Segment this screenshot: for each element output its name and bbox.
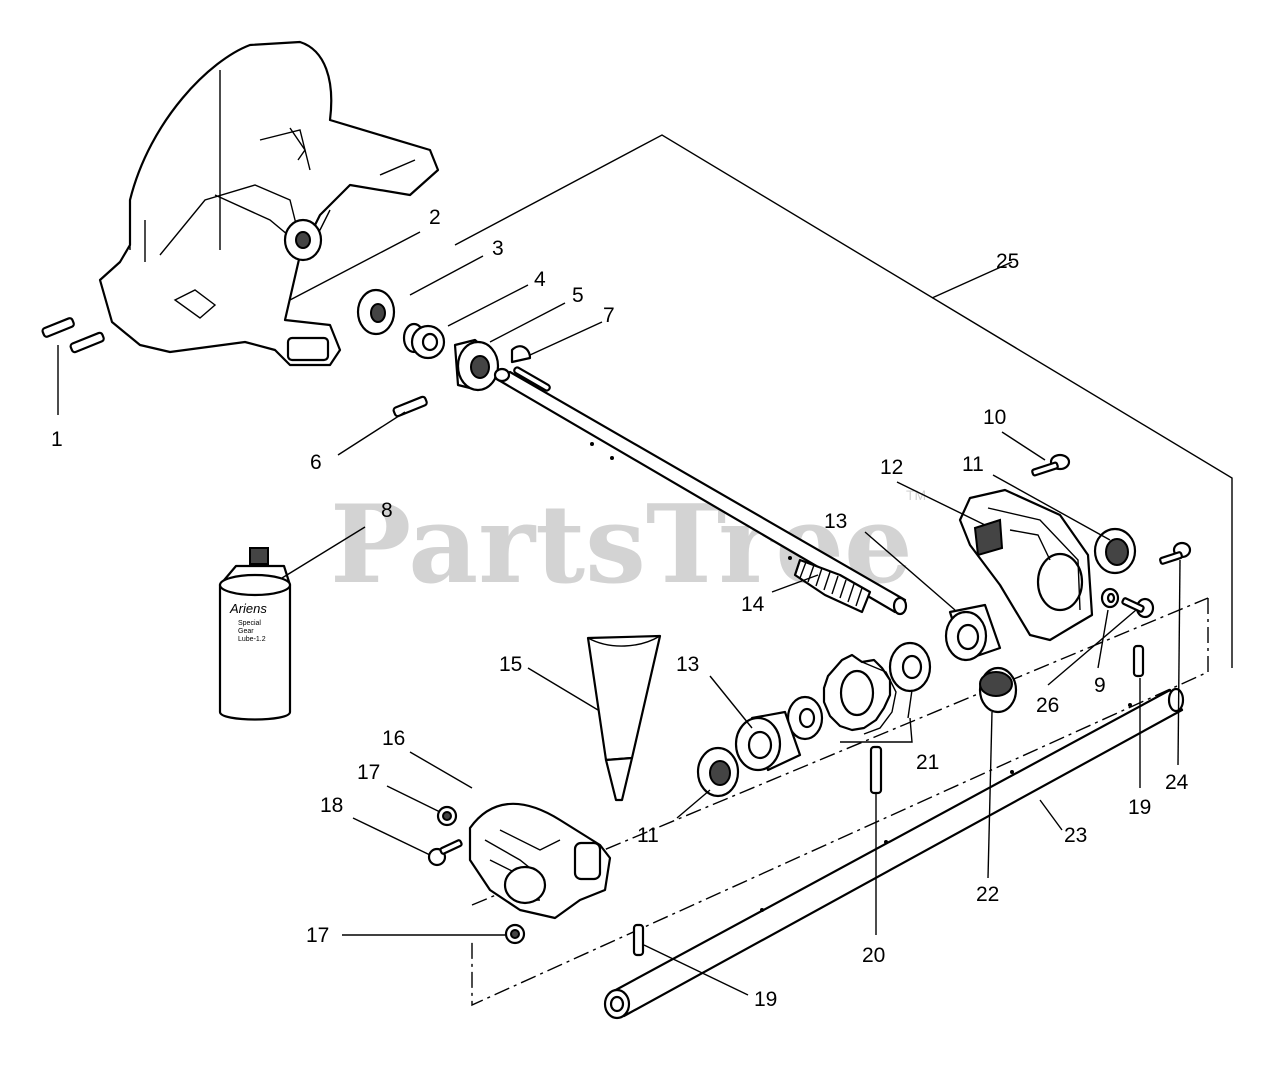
callout-12: 12: [880, 456, 903, 479]
washer-21: [888, 641, 932, 693]
seal-11-right: [1093, 527, 1137, 575]
callout-11-upper: 11: [962, 453, 984, 476]
nut-17-lower: [504, 923, 526, 945]
callout-numbers: 1 2 3 4 5 6 7 8 9 10 11 11 12 13 13 14 1…: [51, 206, 1189, 1011]
spur-gear: [822, 653, 897, 735]
bottle-label-line3: Lube-1.2: [238, 636, 266, 643]
bearing-ring: [356, 288, 396, 336]
bolt-9: [1121, 597, 1155, 619]
woodruff-key: [510, 345, 532, 364]
nut-17-upper: [436, 805, 458, 827]
auger-shaft: [493, 366, 908, 616]
seal-11-left: [696, 746, 740, 798]
callout-25: 25: [996, 250, 1019, 273]
callout-13-upper: 13: [824, 510, 847, 533]
gear-lube-bottle: Ariens Special Gear Lube-1.2: [218, 547, 292, 721]
callout-17-upper: 17: [357, 761, 380, 784]
callout-21: 21: [916, 751, 939, 774]
callout-23: 23: [1064, 824, 1087, 847]
grease-tube: [586, 634, 662, 802]
callout-17-lower: 17: [306, 924, 329, 947]
bushing-13-upper: [944, 603, 1002, 662]
bottle-label-line1: Special: [238, 620, 261, 627]
bottle-label-line2: Gear: [238, 628, 254, 635]
callout-7: 7: [603, 304, 615, 327]
bolt-24: [1159, 541, 1192, 565]
callout-19-bottom: 19: [754, 988, 777, 1011]
callout-15: 15: [499, 653, 522, 676]
callout-8: 8: [381, 499, 393, 522]
leader-lines: [57, 231, 1181, 996]
bearing: [453, 338, 500, 392]
bolt-10: [1031, 453, 1071, 477]
bushing-22: [978, 666, 1018, 714]
callout-9: 9: [1094, 674, 1106, 697]
flange-bushing: [402, 322, 446, 360]
bushing-13-lower: [734, 710, 802, 772]
callout-2: 2: [429, 206, 441, 229]
auger-housing: [98, 40, 440, 367]
gear-case-left: [468, 802, 612, 920]
callout-13-lower: 13: [676, 653, 699, 676]
callout-4: 4: [534, 268, 546, 291]
bottle-brand: Ariens: [229, 601, 267, 616]
callout-6: 6: [310, 451, 322, 474]
callout-10: 10: [983, 406, 1006, 429]
callout-1: 1: [51, 428, 63, 451]
pin-19-lower: [632, 923, 645, 957]
pin-20: [869, 745, 883, 795]
washer-26: [1100, 587, 1120, 609]
pin-19-upper: [1132, 644, 1145, 678]
callout-16: 16: [382, 727, 405, 750]
callout-5: 5: [572, 284, 584, 307]
pin-pair: [41, 317, 105, 354]
callout-18: 18: [320, 794, 343, 817]
callout-24: 24: [1165, 771, 1189, 794]
key-pin: [392, 395, 428, 418]
callout-3: 3: [492, 237, 504, 260]
callout-20: 20: [862, 944, 885, 967]
axle-shaft: [603, 687, 1185, 1020]
callout-22: 22: [976, 883, 999, 906]
bolt-18: [427, 839, 463, 867]
watermark-trademark: TM: [906, 487, 926, 503]
callout-19-right: 19: [1128, 796, 1151, 819]
worm-gear: [793, 558, 872, 614]
assembly-outline: [454, 134, 1233, 1007]
callout-26: 26: [1036, 694, 1059, 717]
callout-11-lower: 11: [637, 824, 659, 847]
gear-case-right: [958, 488, 1094, 642]
callout-14: 14: [741, 593, 765, 616]
